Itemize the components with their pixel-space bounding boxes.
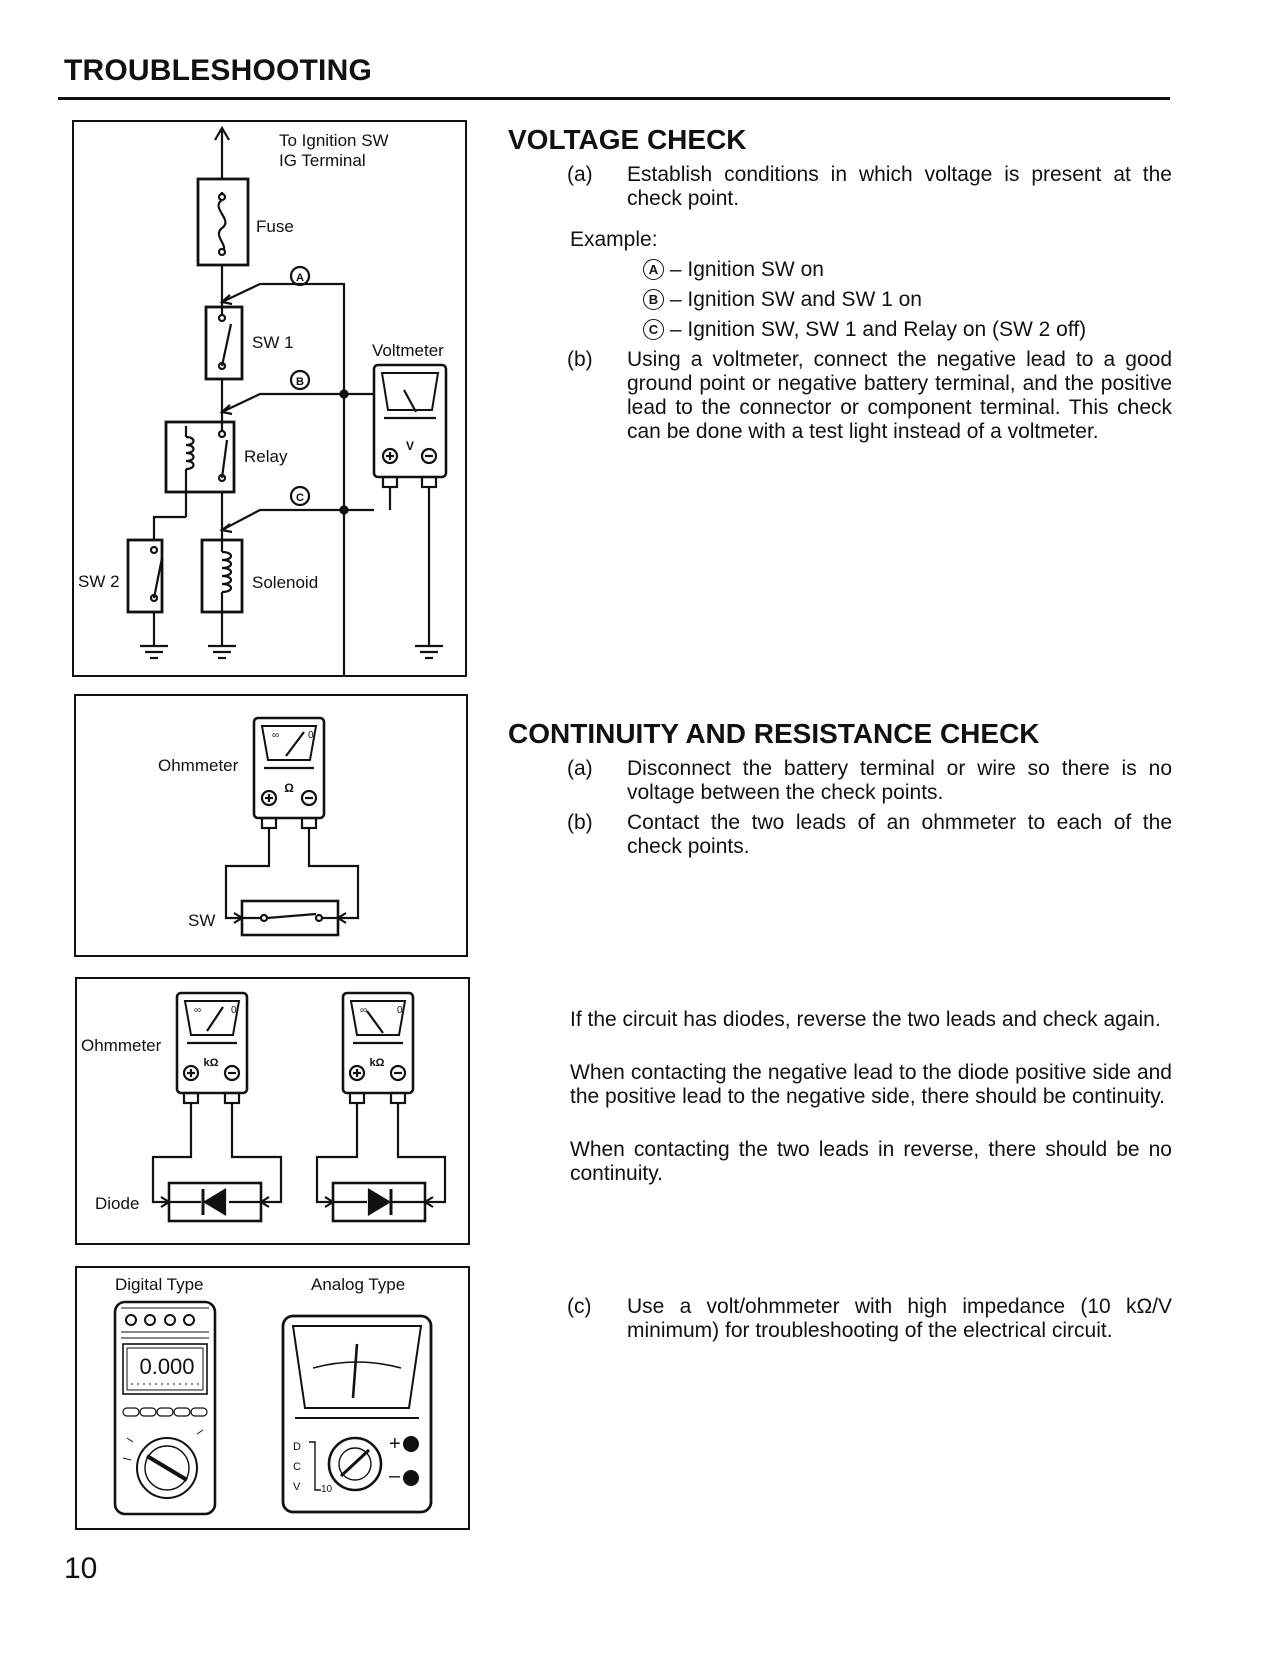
diode-note-1: If the circuit has diodes, reverse the t… (570, 1008, 1161, 1031)
to-ignition-label: To Ignition SW (279, 131, 389, 150)
example-c: C – Ignition SW, SW 1 and Relay on (SW 2… (643, 318, 1086, 342)
relay-label: Relay (244, 447, 288, 466)
header-rule (58, 97, 1170, 100)
ohmmeter-icon: ∞ 0 kΩ (175, 991, 249, 1105)
step-text: Using a voltmeter, connect the negative … (627, 348, 1172, 443)
step-label: (a) (567, 757, 593, 780)
sw-label: SW (188, 911, 215, 930)
ohm-symbol: Ω (284, 781, 294, 795)
point-a-marker: A (296, 272, 304, 284)
svg-text:D: D (293, 1441, 301, 1453)
svg-text:–: – (389, 1465, 401, 1487)
example-b: B – Ignition SW and SW 1 on (643, 288, 922, 312)
example-b-text: – Ignition SW and SW 1 on (669, 288, 922, 311)
step-text: Establish conditions in which voltage is… (627, 163, 1172, 210)
example-a: A – Ignition SW on (643, 258, 824, 282)
point-b-marker: B (296, 376, 304, 388)
continuity-check-diagram: Ohmmeter ∞ 0 Ω SW (74, 694, 468, 957)
svg-text:∞: ∞ (360, 1005, 367, 1016)
svg-text:∞: ∞ (272, 730, 279, 741)
svg-text:C: C (293, 1461, 301, 1473)
step-label: (c) (567, 1295, 592, 1318)
voltmeter-icon: V (372, 363, 448, 489)
point-b-marker: B (643, 289, 664, 310)
ground-symbol (208, 644, 236, 660)
voltage-check-title: VOLTAGE CHECK (508, 124, 747, 155)
svg-text:10: 10 (321, 1484, 333, 1495)
svg-text:+: + (389, 1433, 401, 1455)
diode-check-diagram: Ohmmeter ∞ 0 kΩ ∞ 0 kΩ (75, 977, 470, 1245)
page-number: 10 (64, 1552, 98, 1585)
solenoid-label: Solenoid (252, 573, 318, 592)
ohmmeter-label: Ohmmeter (158, 756, 239, 775)
page-title: TROUBLESHOOTING (64, 54, 372, 87)
svg-text:0: 0 (397, 1005, 403, 1016)
diode-note-2: When contacting the negative lead to the… (570, 1061, 1172, 1108)
step-label: (b) (567, 811, 593, 834)
analog-type-label: Analog Type (311, 1275, 405, 1294)
fuse-label: Fuse (256, 217, 294, 236)
step-label: (a) (567, 163, 593, 186)
voltage-check-diagram: To Ignition SW IG Terminal Fuse A SW 1 B (72, 120, 467, 677)
digital-display: 0.000 (139, 1354, 194, 1379)
example-label: Example: (570, 228, 658, 251)
svg-text:0: 0 (308, 730, 314, 741)
diode-note-3: When contacting the two leads in reverse… (570, 1138, 1172, 1185)
continuity-check-title: CONTINUITY AND RESISTANCE CHECK (508, 718, 1040, 749)
example-c-text: – Ignition SW, SW 1 and Relay on (SW 2 o… (669, 318, 1087, 341)
voltmeter-label: Voltmeter (372, 341, 444, 360)
point-c-marker: C (296, 492, 304, 504)
svg-text:0: 0 (231, 1005, 237, 1016)
step-text: Use a volt/ohmmeter with high impedance … (627, 1295, 1172, 1342)
point-c-marker: C (643, 319, 664, 340)
sw1-label: SW 1 (252, 333, 294, 352)
digital-type-label: Digital Type (115, 1275, 204, 1294)
diode-label: Diode (95, 1194, 139, 1213)
step-label: (b) (567, 348, 593, 371)
kohm-symbol: kΩ (204, 1057, 219, 1069)
step-text: Disconnect the battery terminal or wire … (627, 757, 1172, 804)
point-a-marker: A (643, 259, 664, 280)
ground-symbol (140, 644, 168, 660)
v-symbol: V (406, 439, 414, 453)
digital-meter-icon: 0.000 (113, 1300, 217, 1516)
svg-text:V: V (293, 1481, 301, 1493)
step-text: Contact the two leads of an ohmmeter to … (627, 811, 1172, 858)
ohmmeter-label: Ohmmeter (81, 1036, 162, 1055)
ig-terminal-label: IG Terminal (279, 151, 366, 170)
meter-types-figure: Digital Type Analog Type 0.000 (75, 1266, 470, 1530)
sw2-label: SW 2 (78, 572, 120, 591)
svg-text:∞: ∞ (194, 1005, 201, 1016)
analog-meter-icon: D C V 10 + – (281, 1314, 433, 1514)
ground-symbol (415, 644, 443, 660)
kohm-symbol: kΩ (370, 1057, 385, 1069)
example-a-text: – Ignition SW on (669, 258, 824, 281)
ohmmeter-icon: ∞ 0 kΩ (341, 991, 415, 1105)
ohmmeter-icon: ∞ 0 Ω (252, 716, 326, 830)
